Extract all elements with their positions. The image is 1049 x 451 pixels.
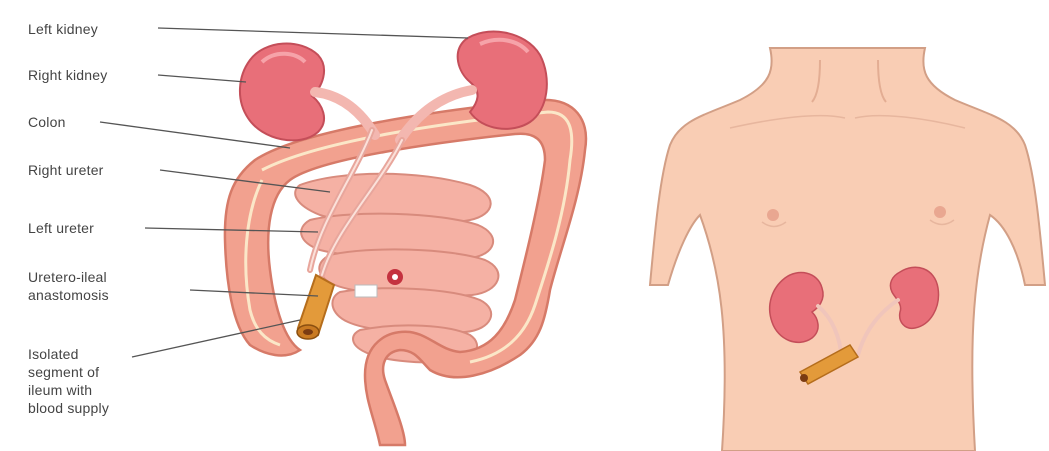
torso-illustration <box>650 48 1045 451</box>
label-right-ureter: Right ureter <box>28 161 104 179</box>
abdominal-anatomy-illustration <box>100 28 586 445</box>
label-left-kidney: Left kidney <box>28 20 98 38</box>
label-colon: Colon <box>28 113 66 131</box>
label-isolated-segment: Isolated segment of ileum with blood sup… <box>28 345 109 417</box>
ileal-conduit <box>297 275 334 339</box>
label-uretero-ileal-anastomosis: Uretero-ileal anastomosis <box>28 268 109 304</box>
label-right-kidney: Right kidney <box>28 66 107 84</box>
label-left-ureter: Left ureter <box>28 219 94 237</box>
left-kidney <box>458 32 547 129</box>
